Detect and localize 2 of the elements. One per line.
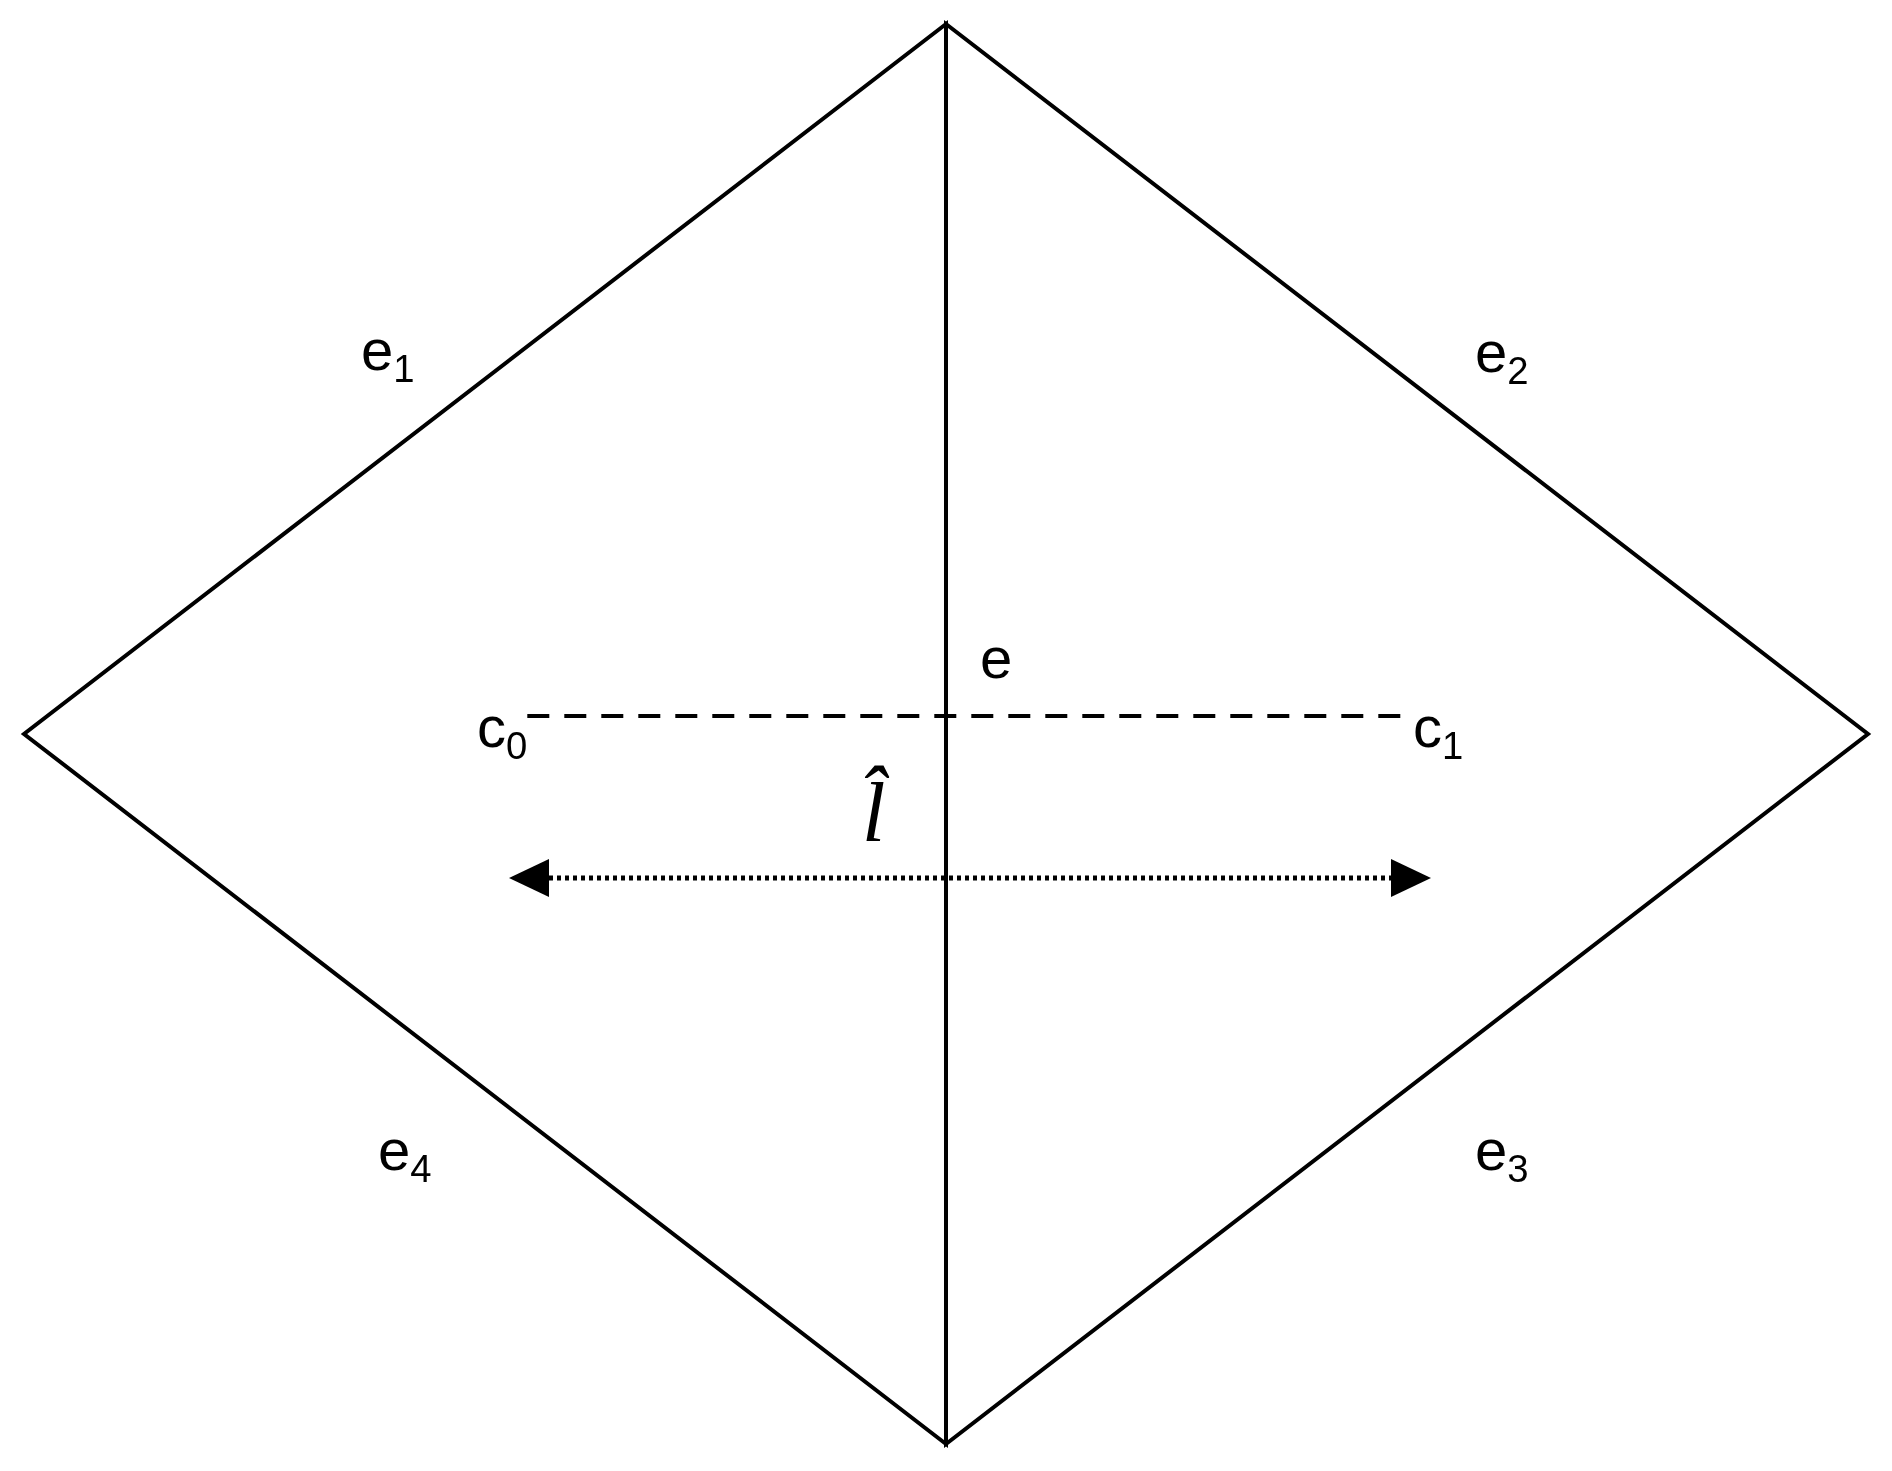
direction-label: l̂ bbox=[852, 755, 904, 869]
side-label: e bbox=[980, 629, 1013, 687]
